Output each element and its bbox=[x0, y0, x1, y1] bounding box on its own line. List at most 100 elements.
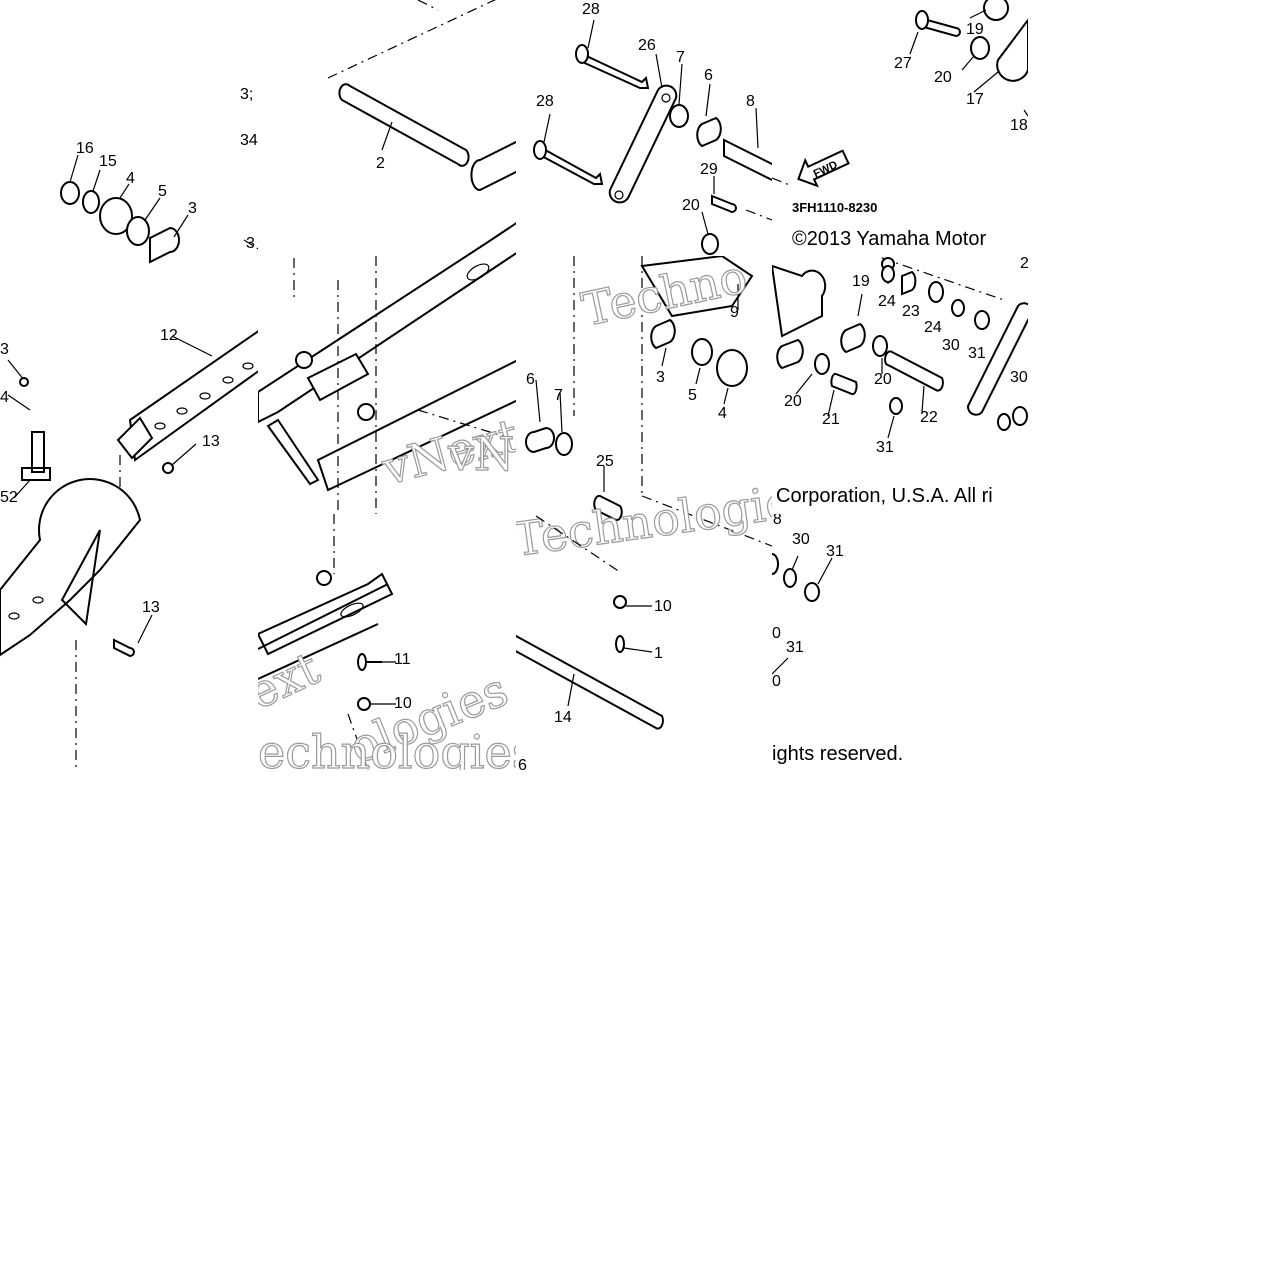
callout-16: 16 bbox=[76, 140, 94, 157]
callout-3d: 3 bbox=[656, 369, 665, 386]
washer-20b bbox=[814, 353, 830, 375]
callout-34: 34 bbox=[240, 132, 258, 149]
callout-3: 3 bbox=[188, 200, 197, 217]
callout-4b: 4 bbox=[0, 389, 9, 406]
copyright-line-2: Corporation, U.S.A. All ri bbox=[776, 485, 993, 507]
relay-arm-26 bbox=[608, 84, 678, 204]
collar-19 bbox=[983, 0, 1009, 21]
seal-30 bbox=[951, 299, 965, 317]
clamp-52 bbox=[31, 431, 45, 473]
chain-guard-slots bbox=[154, 362, 254, 430]
bearing-4b bbox=[716, 349, 748, 387]
pin-25 bbox=[593, 494, 623, 522]
callout-19b: 19 bbox=[852, 273, 870, 290]
collar-20 bbox=[776, 338, 804, 370]
callout-6: 6 bbox=[704, 67, 713, 84]
callout-10b: 10 bbox=[394, 695, 412, 712]
callout-13: 13 bbox=[202, 433, 220, 450]
relay-arm-end bbox=[772, 264, 827, 338]
nut-31d bbox=[804, 582, 820, 602]
callout-26: 26 bbox=[638, 37, 656, 54]
nut-31 bbox=[974, 310, 990, 330]
tile-right-middle: 28 28 26 7 6 8 29 20 bbox=[516, 0, 772, 256]
washer-7 bbox=[669, 104, 689, 128]
callout-31d: 31 bbox=[786, 639, 804, 656]
callout-4c: 4 bbox=[718, 405, 727, 422]
tile-right-lower-drawing: Corporation, U.S.A. All ri 19 24 23 24 3… bbox=[772, 256, 1028, 507]
callout-7b: 7 bbox=[554, 387, 563, 404]
callout-31c: 31 bbox=[826, 543, 844, 560]
grease-nipple-11 bbox=[357, 653, 367, 671]
callout-24: 24 bbox=[878, 293, 896, 310]
callout-28a: 28 bbox=[582, 1, 600, 18]
callout-30: 30 bbox=[942, 337, 960, 354]
collar-6 bbox=[696, 116, 722, 148]
grease-nipple-1 bbox=[615, 635, 625, 653]
axle-14 bbox=[516, 634, 664, 730]
bushing-23 bbox=[901, 270, 917, 296]
washer-20 bbox=[970, 36, 990, 60]
washer-20c bbox=[872, 335, 888, 357]
bolt-13 bbox=[162, 462, 174, 474]
nut-31c bbox=[889, 397, 903, 415]
callout-3c: 3 bbox=[246, 235, 255, 252]
callout-28c: 28 bbox=[772, 514, 782, 528]
callout-2b: 2 bbox=[1020, 256, 1028, 272]
tile-middle: vNext Te vNe 2 bbox=[258, 0, 516, 514]
bolt-28b bbox=[537, 144, 604, 185]
collar-3b bbox=[650, 318, 676, 350]
callout-6c: 6 bbox=[518, 757, 527, 770]
copyright-line-1: ©2013 Yamaha Motor bbox=[792, 228, 986, 250]
callout-28b: 28 bbox=[536, 93, 554, 110]
callout-1: 1 bbox=[654, 645, 663, 662]
washer-15 bbox=[82, 190, 100, 214]
callout-30c: 30 bbox=[792, 531, 810, 548]
tile-right-middle-lower-drawing: Techno Technologies 6 7 25 9 3 bbox=[516, 256, 772, 770]
callout-20: 20 bbox=[682, 197, 700, 214]
collar-19b bbox=[840, 322, 866, 354]
bolt-13b bbox=[113, 638, 135, 658]
collar bbox=[470, 140, 516, 192]
collar-3 bbox=[149, 226, 180, 264]
callout-31b: 31 bbox=[876, 439, 894, 456]
callout-19: 19 bbox=[966, 21, 984, 38]
callout-24b: 24 bbox=[924, 319, 942, 336]
part-number-code: 3FH1110-8230 bbox=[792, 200, 877, 215]
seal-30b bbox=[1012, 406, 1028, 426]
collar-6b bbox=[525, 426, 555, 454]
cap-10 bbox=[357, 697, 371, 711]
callout-32: 3; bbox=[240, 86, 253, 103]
callout-20d: 20 bbox=[784, 393, 802, 410]
callout-3b: 3 bbox=[0, 341, 9, 358]
callout-30b: 30 bbox=[1010, 369, 1028, 386]
callout-30e: 0 bbox=[772, 673, 781, 690]
bushing-16 bbox=[60, 181, 80, 205]
seal-30c bbox=[783, 568, 797, 588]
tile-middle-drawing: vNext Te vNe 2 bbox=[258, 0, 516, 514]
tile-left-drawing: 16 15 4 5 3 12 13 3 4 52 13 3; 34 3 bbox=[0, 86, 258, 770]
relay-arm-9 bbox=[640, 256, 754, 318]
tile-right-bottom: 28 30 31 0 31 0 ights reserved. bbox=[772, 514, 1028, 770]
callout-23: 23 bbox=[902, 303, 920, 320]
tile-right-middle-drawing: 28 28 26 7 6 8 29 20 bbox=[533, 1, 772, 255]
tile-lower-middle-drawing: ext ologies echnologies 11 10 bbox=[258, 514, 516, 770]
callout-25: 25 bbox=[596, 453, 614, 470]
callout-18: 18 bbox=[1010, 117, 1028, 134]
callout-27: 27 bbox=[894, 55, 912, 72]
bearing-4 bbox=[99, 197, 133, 235]
shaft-22 bbox=[884, 350, 944, 392]
chain-guard-lower bbox=[0, 478, 142, 657]
cap-10 bbox=[613, 595, 627, 609]
washer-5b bbox=[691, 338, 713, 366]
callout-30d: 0 bbox=[772, 625, 781, 642]
callout-11: 11 bbox=[394, 651, 411, 668]
tile-right-bottom-drawing: 28 30 31 0 31 0 ights reserved. bbox=[772, 514, 903, 765]
copyright-line-3: ights reserved. bbox=[772, 743, 903, 765]
callout-14: 14 bbox=[554, 709, 572, 726]
swingarm-lower-body bbox=[258, 572, 394, 656]
callout-20c: 20 bbox=[934, 69, 952, 86]
callout-9: 9 bbox=[730, 304, 739, 321]
tile-right-lower: Corporation, U.S.A. All ri 19 24 23 24 3… bbox=[772, 256, 1028, 514]
tile-right-middle-lower: Techno Technologies 6 7 25 9 3 bbox=[516, 256, 772, 770]
